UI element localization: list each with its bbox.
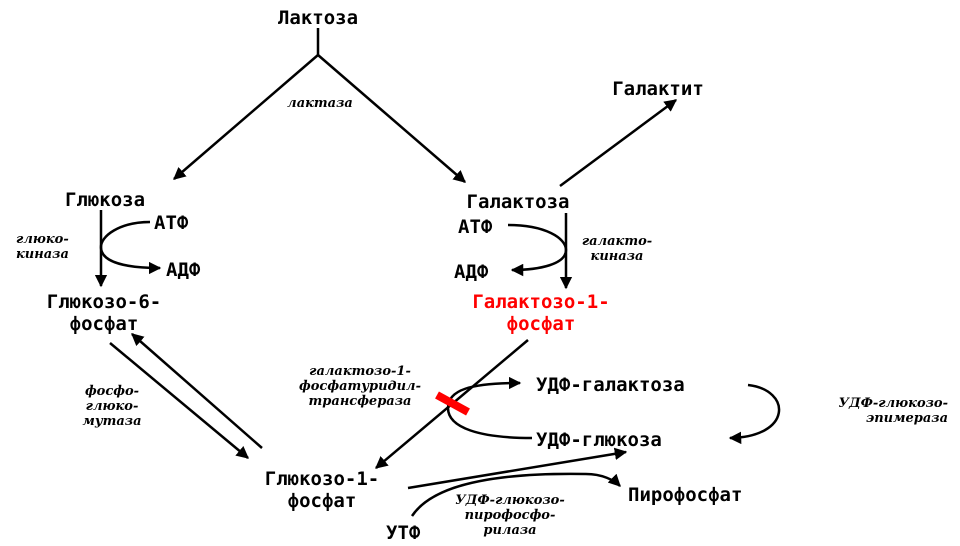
udp-exchange-curve [446,376,533,440]
phosphoglucomutase-line-3: мутаза [82,414,142,429]
galactokinase-label: галакто- киназа [582,234,652,264]
adp-right-label: АДФ [454,261,489,283]
lactose-label: Лактоза [277,7,359,29]
epimerase-line-2: эпимераза [865,411,948,426]
udp-galactose-label: УДФ-галактоза [536,374,685,396]
pyrophosphorylase-line-3: рилаза [483,523,537,538]
glucose-6-phosphate-line-1: Глюкозо-6- [46,291,162,313]
arrow-lactose-to-galactose [317,54,466,183]
atp-right-label: АТФ [458,216,493,238]
uridyltransferase-line-3: трансфераза [308,394,412,409]
atp-left-label: АТФ [154,212,189,234]
uridyltransferase-label: галактозо-1- фосфатуридил- трансфераза [299,364,421,409]
glucose-1-phosphate-label: Глюкозо-1- фосфат [265,468,379,512]
phosphoglucomutase-label: фосфо- глюко- мутаза [82,384,141,429]
atp-adp-curve-left [99,220,162,275]
phosphoglucomutase-line-2: глюко- [85,399,139,414]
galactose-label: Галактоза [466,191,570,213]
glucose-1-phosphate-line-1: Глюкозо-1- [264,468,380,490]
galactose-1-phosphate-label: Галактозо-1- фосфат [472,291,609,335]
udp-glucose-label: УДФ-глюкоза [536,429,662,451]
atp-adp-curve-right [507,223,568,277]
galactitol-label: Галактит [612,78,704,100]
utp-to-pyrophosphate-curve [410,472,621,517]
phosphoglucomutase-line-1: фосфо- [84,384,140,399]
pyrophosphate-label: Пирофосфат [628,484,743,506]
epimerase-line-1: УДФ-глюкозо- [838,396,948,411]
glucose-6-phosphate-label: Глюкозо-6- фосфат [47,291,161,335]
arrow-g1p-to-udp-glucose [407,447,628,490]
uridyltransferase-line-2: фосфатуридил- [299,379,421,394]
glucose-6-phosphate-line-2: фосфат [69,313,139,335]
glucokinase-line-1: глюко- [16,232,69,247]
arrow-galactose-to-galactitol [559,98,678,188]
arrow-g1p-to-g6p [131,333,263,449]
glucokinase-label: глюко- киназа [16,232,69,262]
galactose-1-phosphate-line-1: Галактозо-1- [472,291,610,313]
arrow-g6p-to-g1p [109,342,249,459]
galactokinase-line-1: галакто- [581,234,653,249]
pyrophosphorylase-line-1: УДФ-глюкозо- [455,493,565,508]
enzyme-block-marker [435,391,470,416]
pyrophosphorylase-label: УДФ-глюкозо- пирофосфо- рилаза [455,493,565,538]
glucose-label: Глюкоза [64,189,146,211]
arrow-lactose-to-glucose [173,54,319,180]
uridyltransferase-line-1: галактозо-1- [309,364,411,379]
glucose-1-phosphate-line-2: фосфат [287,490,357,512]
adp-left-label: АДФ [166,259,201,281]
galactose-1-phosphate-line-2: фосфат [506,313,576,335]
glucokinase-line-2: киназа [16,247,69,262]
utp-label: УТФ [386,522,421,544]
epimerase-label: УДФ-глюкозо- эпимераза [838,396,948,426]
epimerase-curve [728,383,781,445]
pyrophosphorylase-line-2: пирофосфо- [464,508,556,523]
galactokinase-line-2: киназа [590,249,644,264]
lactase-label: лактаза [287,96,353,111]
